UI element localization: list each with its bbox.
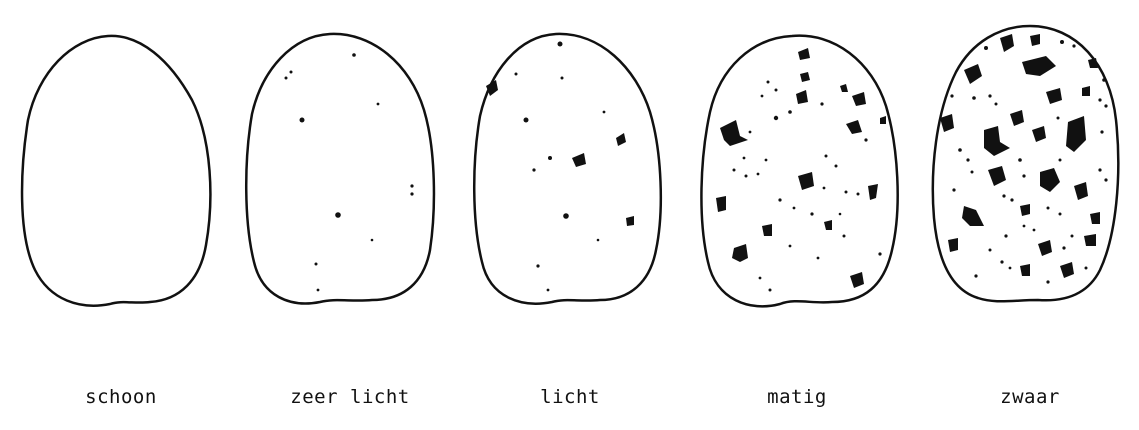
egg-schoon (22, 36, 210, 306)
egg-matig (701, 36, 897, 307)
soil-spots (940, 34, 1108, 284)
soil-spots (716, 48, 886, 292)
egg-zwaar (933, 26, 1118, 301)
egg-zeer-licht (246, 34, 434, 304)
egg-outline (22, 36, 210, 306)
label-zeer-licht: zeer licht (290, 386, 409, 408)
label-licht: licht (540, 386, 600, 408)
label-zwaar: zwaar (1000, 386, 1060, 408)
soil-spots (285, 53, 414, 291)
egg-outline (701, 36, 897, 307)
egg-outline (246, 34, 434, 304)
soil-spots (486, 42, 634, 292)
label-schoon: schoon (85, 386, 157, 408)
egg-licht (474, 34, 661, 304)
label-matig: matig (767, 386, 827, 408)
egg-outline (474, 34, 661, 304)
